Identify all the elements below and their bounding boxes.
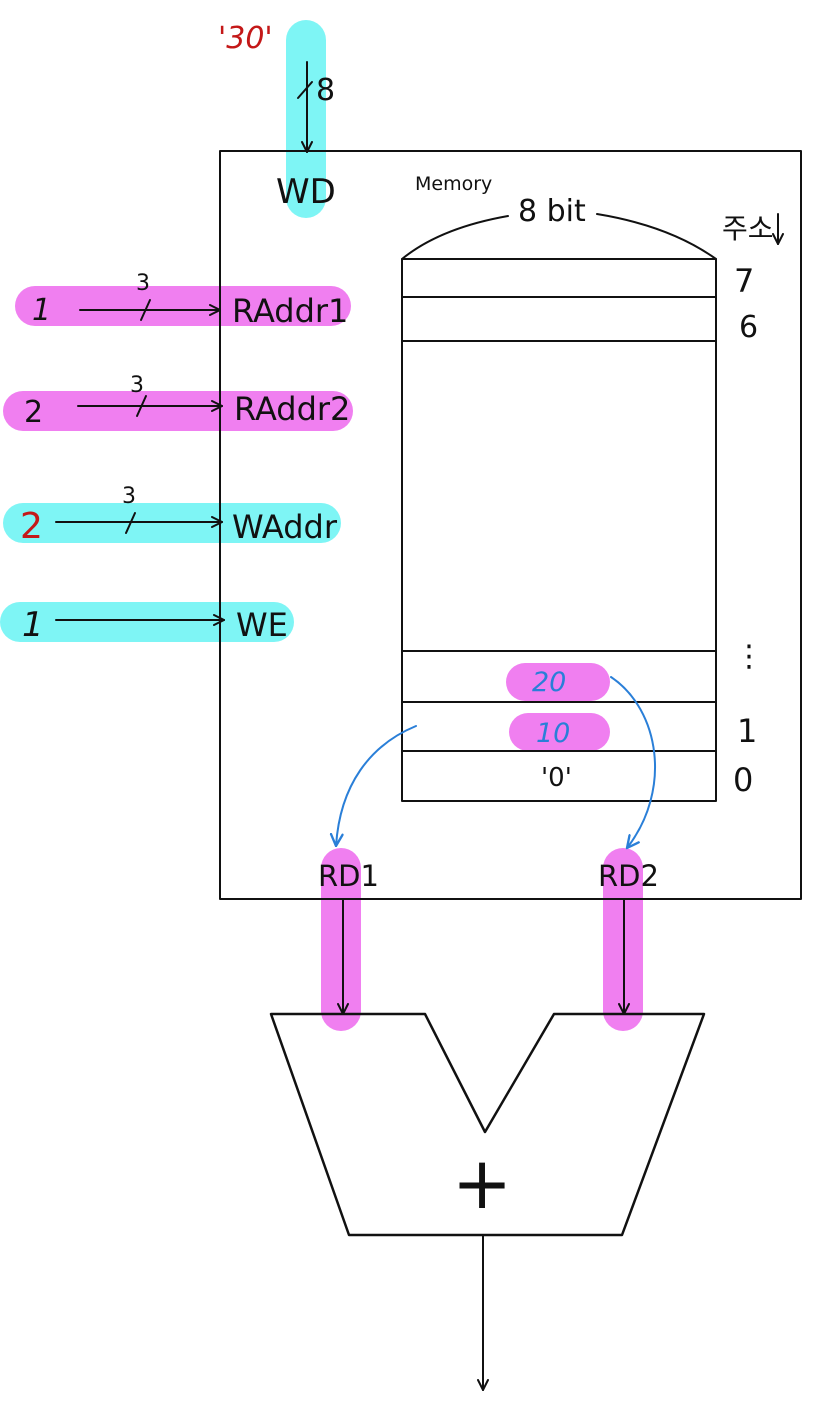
memory-row-0-value: '0' [541,763,572,793]
memory-row-2-value: 20 [532,667,566,698]
adder-symbol: + [452,1141,512,1225]
raddr2-highlight [3,391,353,431]
read-path-rd1 [336,725,417,846]
wd-bus-slash [297,81,313,99]
write-data-value: '30' [218,21,273,56]
memory-width-arc-left [401,215,509,260]
raddr1-bus-slash [140,299,151,321]
waddr-bus-slash [125,512,136,534]
raddr1-highlight [15,286,351,326]
raddr2-value: 2 [24,395,43,430]
address-0: 0 [733,761,753,799]
waddr-value: 2 [20,506,43,547]
waddr-port-label: WAddr [232,508,338,546]
address-6: 6 [739,310,758,345]
read-path-rd2 [610,676,656,848]
rd1-highlight [321,848,361,1031]
raddr2-bus-width: 3 [130,373,144,398]
adder-body [269,1012,706,1237]
rd1-port-label: RD1 [318,859,379,893]
address-1: 1 [737,712,757,750]
we-port-label: WE [236,606,288,644]
raddr1-bus-width: 3 [136,271,150,296]
memory-row-1-highlight [509,713,610,751]
address-ellipsis: ⋮ [734,639,764,674]
rd2-port-label: RD2 [598,859,659,893]
memory-array [401,258,717,802]
memory-title: Memory [415,173,492,195]
memory-row-1-value: 10 [536,718,570,749]
address-header: 주소 [722,212,774,245]
memory-width-label: 8 bit [518,194,586,229]
address-7: 7 [734,262,754,300]
waddr-bus-width: 3 [122,484,136,509]
memory-row-2-highlight [506,663,610,701]
wd-bus-width: 8 [316,73,335,108]
memory-width-arc-right [596,213,717,260]
raddr1-value: 1 [32,293,51,328]
raddr2-bus-slash [136,395,147,417]
raddr2-port-label: RAddr2 [234,390,350,428]
wd-port-label: WD [276,172,336,212]
raddr1-port-label: RAddr1 [232,292,348,330]
we-value: 1 [22,605,44,645]
